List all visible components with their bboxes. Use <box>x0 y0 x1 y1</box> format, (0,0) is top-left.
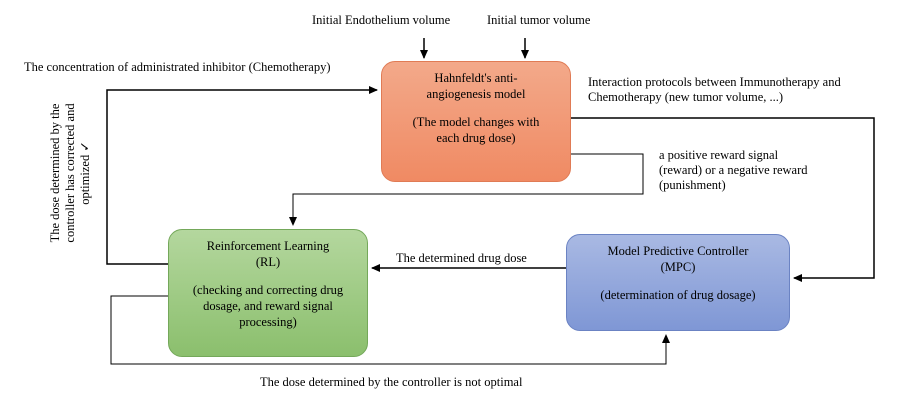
optimized-label: The dose determined by the controller ha… <box>48 78 96 268</box>
reward-connector <box>289 153 644 226</box>
not-optimal-label: The dose determined by the controller is… <box>260 375 523 389</box>
drug-dose-label: The determined drug dose <box>396 251 527 265</box>
mpc-title-line-2: (MPC) <box>660 260 696 274</box>
endothelium-input-label: Initial Endothelium volume <box>312 13 451 27</box>
interaction-line-1: Interaction protocols between Immunother… <box>588 75 841 89</box>
chemotherapy-label: The concentration of administrated inhib… <box>24 60 331 74</box>
optimized-line-2: controller has corrected and <box>63 103 77 243</box>
rl-desc-line-2: dosage, and reward signal <box>203 299 333 313</box>
rl-title-line-2: (RL) <box>255 255 281 269</box>
interaction-connector <box>571 117 875 282</box>
rl-desc-line-1: (checking and correcting drug <box>192 283 344 297</box>
interaction-protocols-label: Interaction protocols between Immunother… <box>588 75 841 105</box>
model-desc-line-1: (The model changes with <box>412 115 540 129</box>
model-title-line-1: Hahnfeldt's anti- <box>434 71 518 85</box>
rl-desc-line-3: processing) <box>239 315 297 329</box>
chemo-connector <box>106 86 378 265</box>
reward-line-2: (reward) or a negative reward <box>659 163 808 177</box>
tumor-input-label: Initial tumor volume <box>487 13 591 27</box>
interaction-line-2: Chemotherapy (new tumor volume, ...) <box>588 90 784 104</box>
optimized-line-1: The dose determined by the <box>48 103 62 243</box>
model-desc-line-2: each drug dose) <box>436 131 516 145</box>
angiogenesis-model-box: Hahnfeldt's anti- angiogenesis model (Th… <box>381 61 571 182</box>
rl-title-line-1: Reinforcement Learning <box>206 239 330 253</box>
reinforcement-learning-box: Reinforcement Learning (RL) (checking an… <box>168 229 368 357</box>
mpc-title-line-1: Model Predictive Controller <box>607 244 749 258</box>
reward-line-3: (punishment) <box>659 178 726 192</box>
not-optimal-connector <box>110 295 670 365</box>
model-title-line-2: angiogenesis model <box>426 87 526 101</box>
reward-signal-label: a positive reward signal (reward) or a n… <box>659 148 808 193</box>
optimized-line-3: optimized ✓ <box>78 141 92 205</box>
mpc-desc-line-1: (determination of drug dosage) <box>600 288 756 302</box>
mpc-box: Model Predictive Controller (MPC) (deter… <box>566 234 790 331</box>
reward-line-1: a positive reward signal <box>659 148 779 162</box>
